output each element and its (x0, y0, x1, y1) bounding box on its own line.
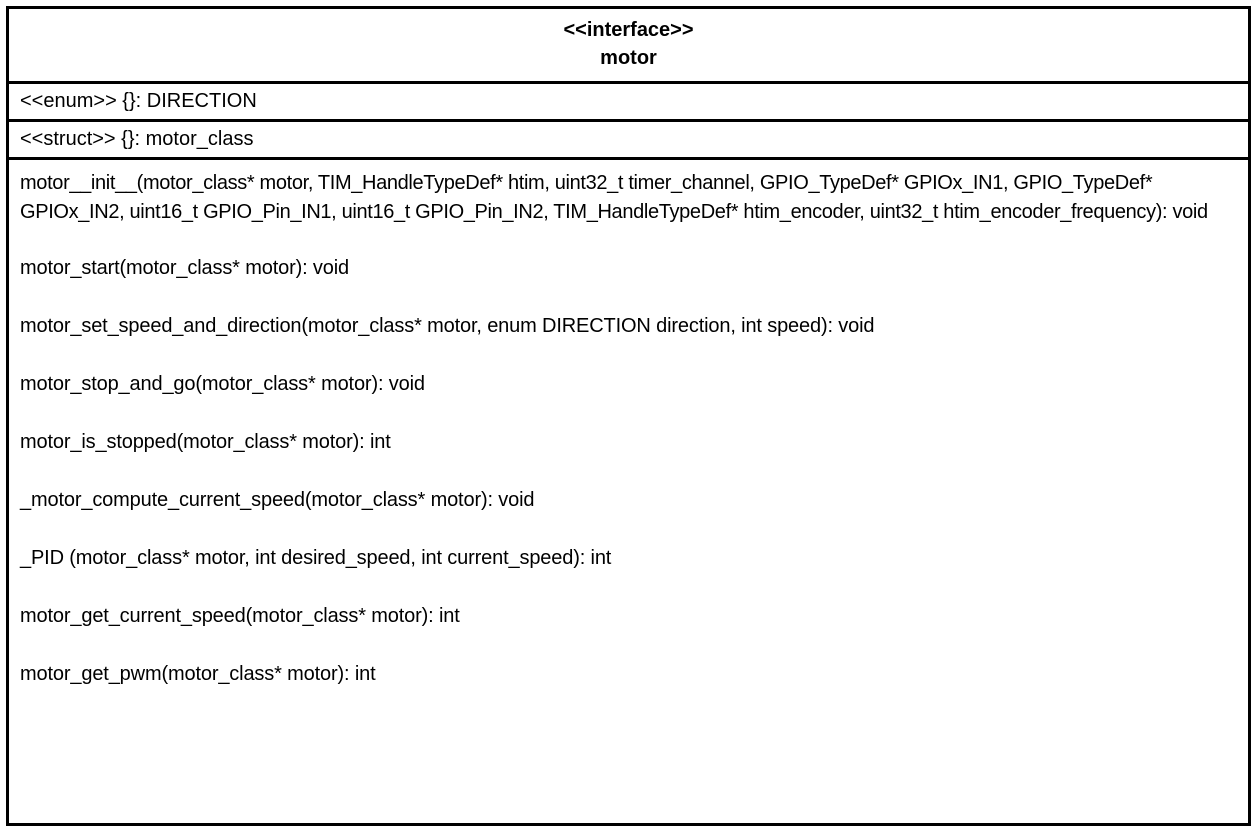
operation-motor-set-speed-and-direction: motor_set_speed_and_direction(motor_clas… (20, 315, 875, 337)
class-name: motor (600, 47, 657, 69)
operation-pid: _PID (motor_class* motor, int desired_sp… (20, 547, 612, 569)
operation-motor-is-stopped: motor_is_stopped(motor_class* motor): in… (20, 431, 391, 453)
class-header-compartment: <<interface>> motor (9, 9, 1248, 84)
operation-motor-init: motor__init__(motor_class* motor, TIM_Ha… (20, 172, 1208, 223)
uml-class-box: <<interface>> motor <<enum>> {}: DIRECTI… (6, 6, 1251, 826)
type-member-struct: <<struct>> {}: motor_class (9, 122, 1248, 160)
operation-motor-get-current-speed: motor_get_current_speed(motor_class* mot… (20, 605, 460, 627)
operation-motor-stop-and-go: motor_stop_and_go(motor_class* motor): v… (20, 373, 425, 395)
operations-compartment: motor__init__(motor_class* motor, TIM_Ha… (9, 160, 1248, 823)
class-stereotype: <<interface>> (563, 19, 694, 41)
type-member-enum: <<enum>> {}: DIRECTION (9, 84, 1248, 122)
operation-motor-get-pwm: motor_get_pwm(motor_class* motor): int (20, 663, 376, 685)
operation-motor-start: motor_start(motor_class* motor): void (20, 257, 349, 279)
operation-motor-compute-current-speed: _motor_compute_current_speed(motor_class… (20, 489, 535, 511)
